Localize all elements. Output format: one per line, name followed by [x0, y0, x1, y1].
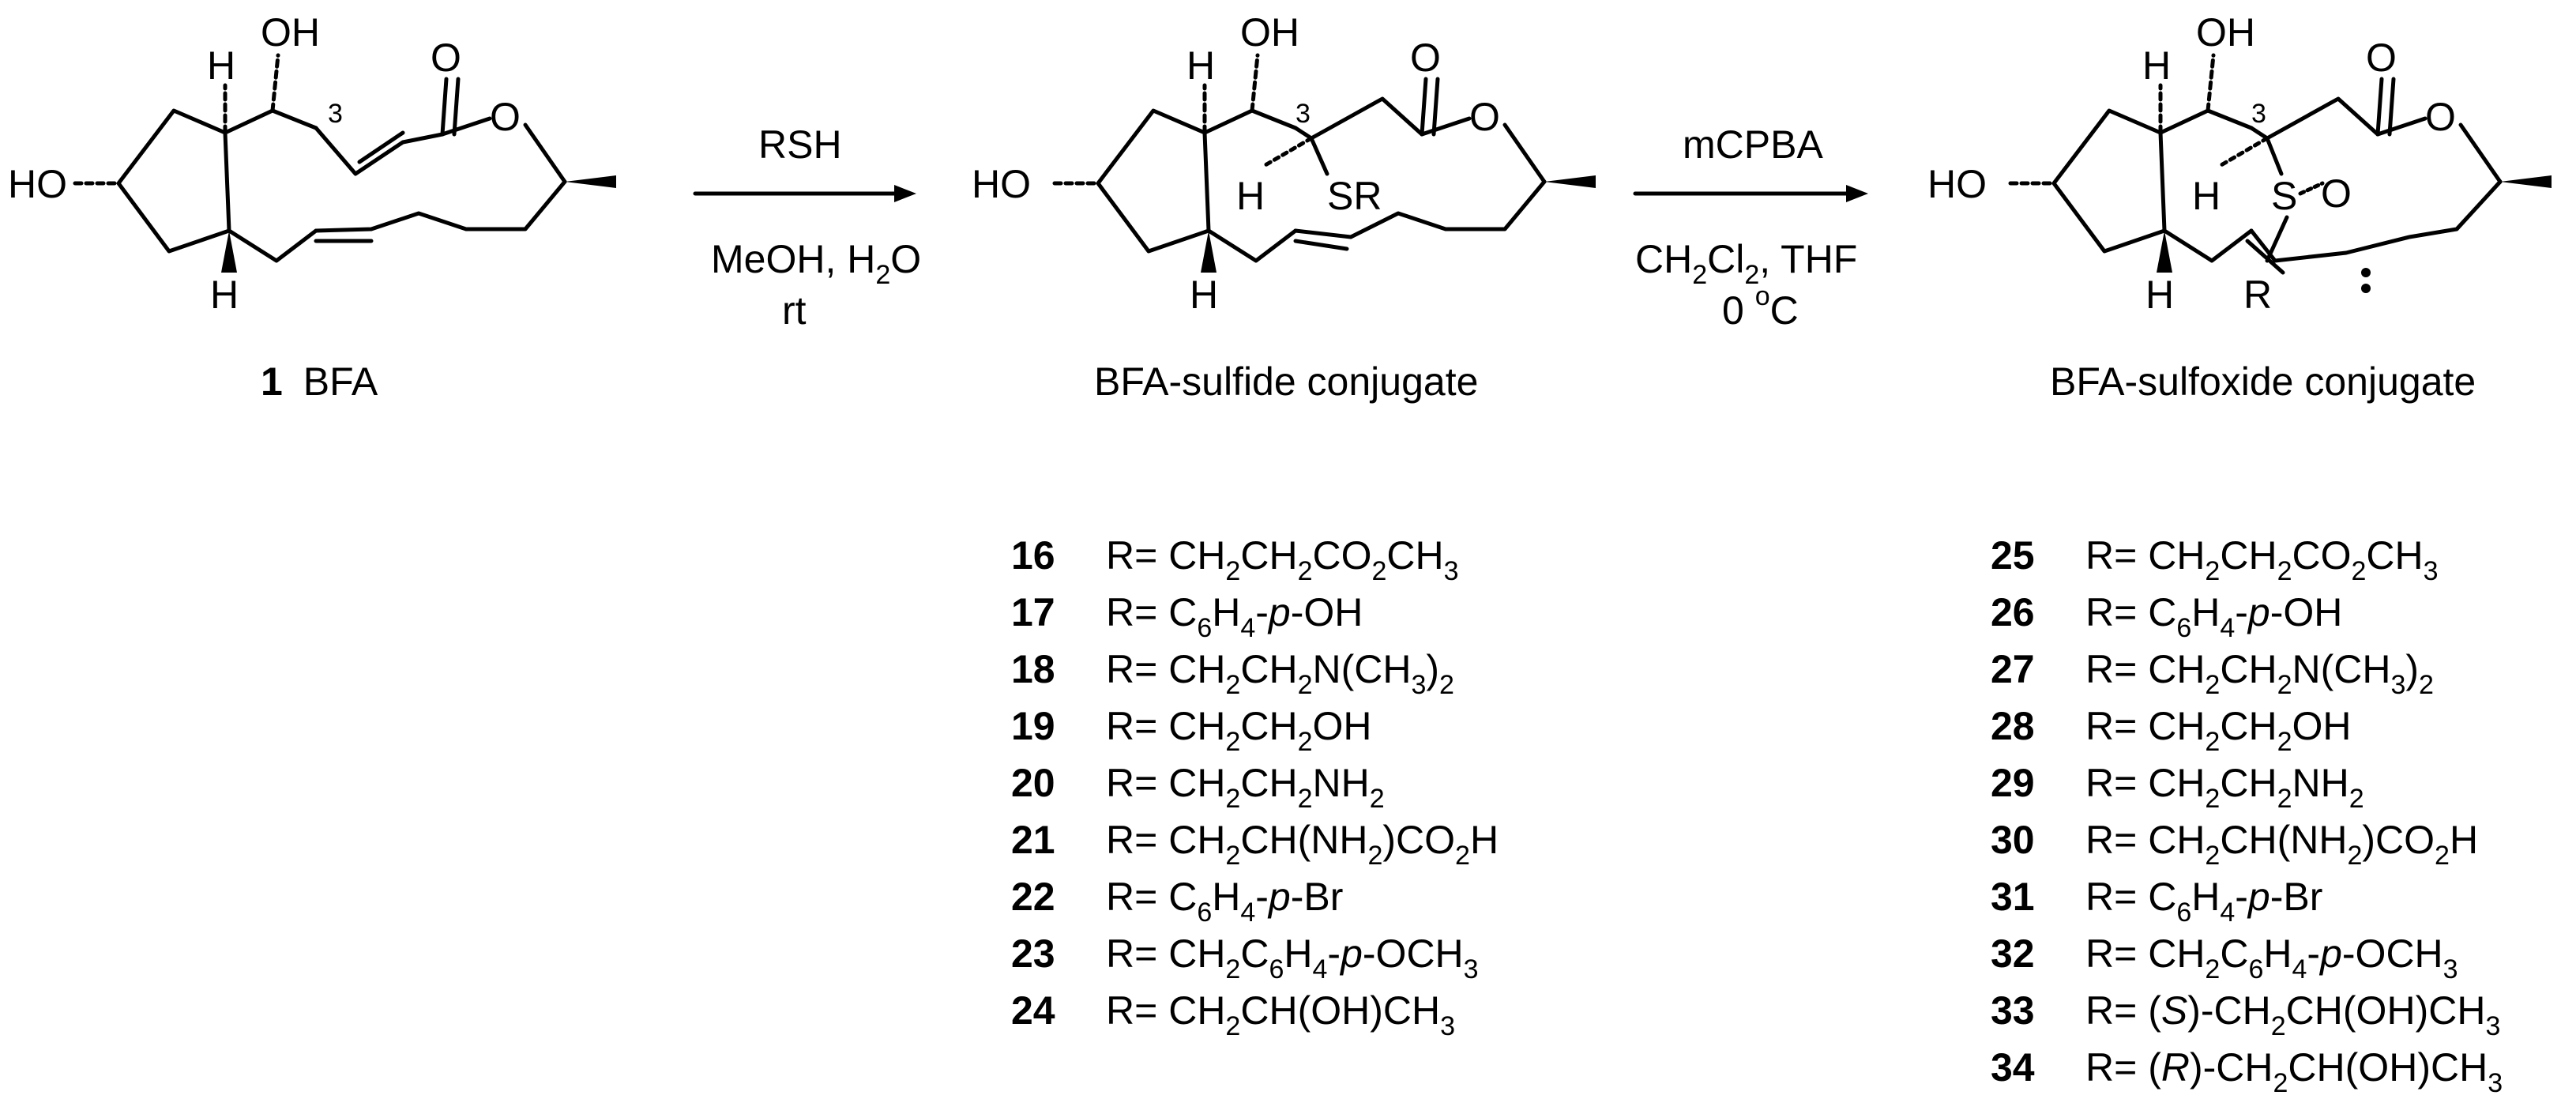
r-group-formula: R= CH2CH(OH)CH3 — [1106, 988, 1455, 1041]
compound-number: 24 — [1011, 988, 1055, 1033]
h-top-label: H — [207, 43, 235, 88]
sulfoxide-caption: BFA-sulfoxide conjugate — [2050, 359, 2476, 404]
ester-o-label: O — [490, 95, 521, 139]
arrow-step1: RSH MeOH, H2O rt — [693, 122, 921, 333]
r-group-formula: R= CH2CH(NH2)CO2H — [2085, 818, 2478, 871]
svg-text:3: 3 — [1296, 99, 1311, 129]
step1-conditions: MeOH, H2O — [711, 237, 921, 290]
sr-label: SR — [1327, 174, 1382, 218]
r-group-formula: R= CH2CH2CO2CH3 — [2085, 533, 2439, 586]
sulfoxide-r-list: 25 R= CH2CH2CO2CH3 26 R= C6H4-p-OH 27 R= CH2C… — [1991, 533, 2503, 1098]
step2-conditions: CH2Cl2, THF — [1635, 237, 1857, 290]
svg-text:H: H — [1186, 43, 1215, 88]
svg-text:H: H — [1236, 174, 1265, 218]
r-group-formula: R= CH2CH2OH — [2085, 704, 2352, 757]
r-group-formula: R= C6H4-p-OH — [2085, 590, 2342, 643]
compound-number: 16 — [1011, 533, 1055, 578]
svg-text:H: H — [1190, 273, 1218, 317]
step1-temperature: rt — [782, 288, 807, 333]
ho-label: HO — [8, 162, 67, 206]
svg-text:O: O — [1410, 36, 1441, 80]
compound-number: 25 — [1991, 533, 2035, 578]
compound-number: 27 — [1991, 647, 2035, 691]
compound-number: 30 — [1991, 818, 2035, 862]
compound-number: 29 — [1991, 761, 2035, 805]
svg-text:OH: OH — [2196, 10, 2255, 55]
r-group-formula: R= CH2CH2N(CH3)2 — [1106, 647, 1454, 700]
svg-text:H: H — [2145, 273, 2174, 317]
r-group-formula: R= CH2C6H4-p-OCH3 — [1106, 931, 1479, 984]
svg-text:H: H — [2192, 174, 2221, 218]
r-group-formula: R= CH2CH2NH2 — [1106, 761, 1385, 814]
arrow-step2: mCPBA CH2Cl2, THF 0 oC — [1633, 122, 1868, 333]
s-label: S — [2271, 174, 2297, 218]
r-group-formula: R= CH2CH2CO2CH3 — [1106, 533, 1459, 586]
oh-label: OH — [261, 10, 320, 55]
compound-number: 34 — [1991, 1045, 2035, 1090]
compound-number: 28 — [1991, 704, 2035, 748]
r-group-formula: R= CH2CH2N(CH3)2 — [2085, 647, 2434, 700]
c3-label: 3 — [328, 99, 343, 129]
compound-number: 23 — [1011, 931, 1055, 976]
step2-reagent: mCPBA — [1683, 122, 1823, 167]
compound-number: 21 — [1011, 818, 1055, 862]
r-group-formula: R= CH2CH2NH2 — [2085, 761, 2364, 814]
sulfide-r-list: 16 R= CH2CH2CO2CH3 17 R= C6H4-p-OH 18 R= CH2C… — [1011, 533, 1499, 1041]
r-group-formula: R= CH2C6H4-p-OCH3 — [2085, 931, 2458, 984]
compound-number: 19 — [1011, 704, 1055, 748]
svg-text:3: 3 — [2251, 99, 2266, 129]
compound-number: 18 — [1011, 647, 1055, 691]
carbonyl-o-label: O — [431, 36, 461, 80]
step2-temperature: 0 oC — [1722, 281, 1799, 333]
compound-number: 32 — [1991, 931, 2035, 976]
r-group-formula: R= C6H4-p-Br — [2085, 875, 2322, 928]
svg-text:R: R — [2243, 273, 2272, 317]
compound-number: 33 — [1991, 988, 2035, 1033]
r-group-formula: R= C6H4-p-Br — [1106, 875, 1343, 928]
compound-number: 20 — [1011, 761, 1055, 805]
svg-text:OH: OH — [1240, 10, 1299, 55]
sulfide-structure: HO H H OH 3 H SR O O — [972, 10, 1596, 317]
svg-text:H: H — [2142, 43, 2171, 88]
svg-text:HO: HO — [972, 162, 1031, 206]
h-bottom-label: H — [210, 273, 239, 317]
svg-text:O: O — [1469, 95, 1500, 139]
compound-number: 22 — [1011, 875, 1055, 919]
step1-reagent: RSH — [758, 122, 842, 167]
r-group-formula: R= (S)-CH2CH(OH)CH3 — [2085, 988, 2500, 1041]
svg-text:O: O — [2321, 171, 2352, 216]
bfa-structure: HO H H OH 3 O O 1 BFA — [8, 10, 616, 404]
compound-number: 31 — [1991, 875, 2035, 919]
r-group-formula: R= (R)-CH2CH(OH)CH3 — [2085, 1045, 2503, 1098]
sulfide-caption: BFA-sulfide conjugate — [1094, 359, 1478, 404]
compound1-label: 1 BFA — [261, 359, 378, 404]
svg-text:HO: HO — [1927, 162, 1987, 206]
sulfoxide-structure: HO H H OH 3 H S O R O O — [1927, 10, 2552, 317]
compound-number: 17 — [1011, 590, 1055, 634]
svg-text:O: O — [2425, 95, 2456, 139]
r-group-formula: R= C6H4-p-OH — [1106, 590, 1363, 643]
r-group-formula: R= CH2CH(NH2)CO2H — [1106, 818, 1499, 871]
svg-text:O: O — [2366, 36, 2397, 80]
compound-number: 26 — [1991, 590, 2035, 634]
r-group-formula: R= CH2CH2OH — [1106, 704, 1372, 757]
